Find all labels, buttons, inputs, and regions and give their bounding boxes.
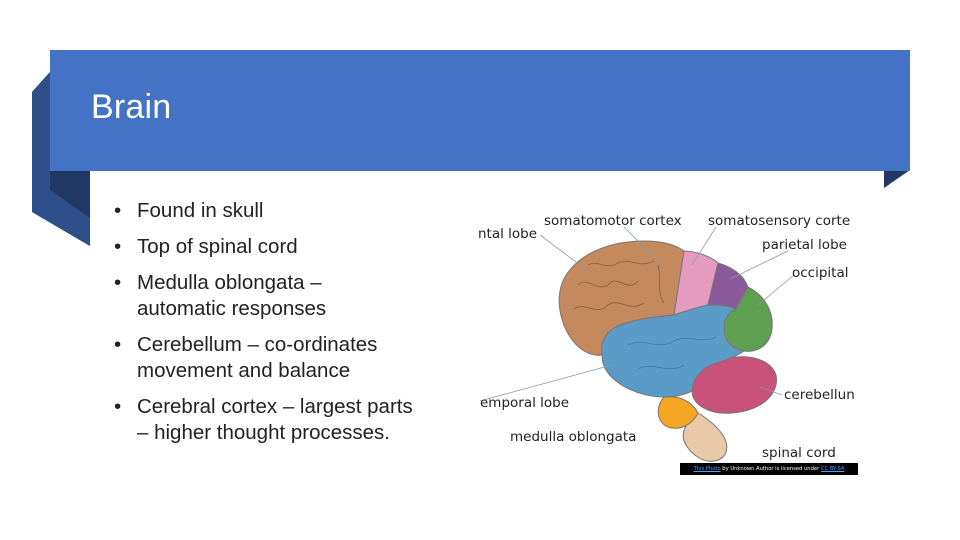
label-frontal: ntal lobe (478, 226, 538, 242)
bullet-text: Found in skull (137, 199, 264, 222)
title-bar (50, 50, 910, 171)
bullet-item: • Found in skull (114, 198, 414, 224)
bullet-dot: • (114, 333, 122, 356)
bullet-text: Medulla oblongata – automatic responses (137, 271, 327, 320)
label-spinal-cord: spinal cord (762, 445, 836, 461)
attribution-photo-link[interactable]: This Photo (693, 466, 721, 472)
bullet-text: Cerebral cortex – largest parts – higher… (137, 395, 413, 444)
slide-title: Brain (91, 88, 172, 126)
right-accent-wedge (884, 170, 910, 188)
bullet-dot: • (114, 271, 122, 294)
label-occipital: occipital (792, 265, 849, 281)
bullet-item: • Cerebellum – co-ordinates movement and … (114, 332, 414, 384)
label-parietal: parietal lobe (762, 237, 847, 253)
label-cerebellum: cerebellun (784, 387, 855, 403)
label-temporal: emporal lobe (480, 395, 570, 411)
brain-illustration (479, 226, 795, 462)
bullet-item: • Cerebral cortex – largest parts – highe… (114, 394, 414, 446)
bullet-item: • Medulla oblongata – automatic responses (114, 270, 414, 322)
spinal-cord-shape (682, 412, 728, 462)
bullet-item: • Top of spinal cord (114, 234, 414, 260)
label-somatosensory: somatosensory corte (708, 213, 851, 229)
bullet-text: Cerebellum – co-ordinates movement and b… (137, 333, 378, 382)
bullet-dot: • (114, 395, 122, 418)
image-attribution: This Photo by Unknown Author is licensed… (680, 463, 858, 475)
bullet-list: • Found in skull • Top of spinal cord • Med… (114, 198, 414, 456)
bullet-dot: • (114, 235, 122, 258)
attribution-text: by Unknown Author is licensed under (720, 466, 821, 472)
medulla-shape (657, 396, 699, 429)
label-somatomotor: somatomotor cortex (544, 213, 682, 229)
bullet-text: Top of spinal cord (137, 235, 298, 258)
temporal-lobe-shape (601, 304, 746, 398)
temporal-lines (627, 336, 717, 370)
pointer-lines (479, 226, 795, 402)
brain-diagram: somatomotor cortex somatosensory corte n… (478, 205, 862, 477)
label-medulla: medulla oblongata (510, 429, 637, 445)
gyri-lines (573, 260, 665, 310)
attribution-license-link[interactable]: CC BY-SA (820, 466, 845, 472)
bullet-dot: • (114, 199, 122, 222)
